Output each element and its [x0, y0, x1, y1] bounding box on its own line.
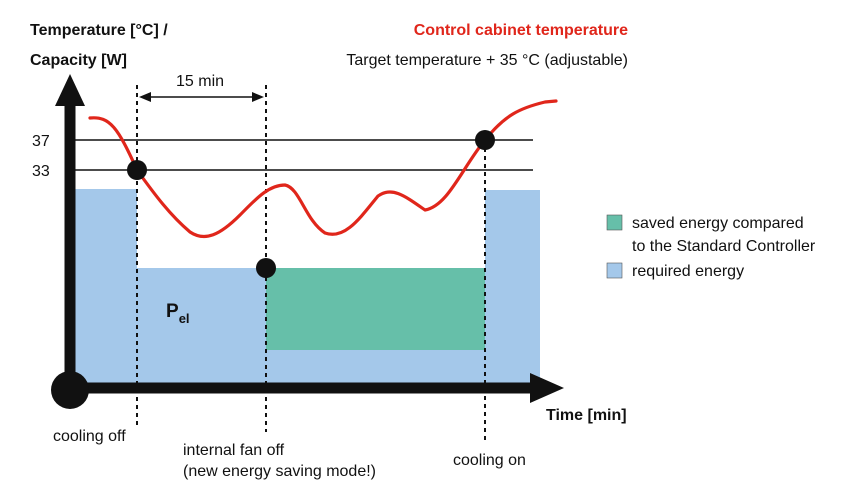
legend-swatch-required-energy	[606, 262, 623, 279]
y-tick-37: 37	[32, 133, 50, 150]
fan-off-label-line1: internal fan off	[183, 442, 285, 459]
interval-arrow-right-head	[252, 92, 264, 102]
cooling-off-label: cooling off	[53, 428, 126, 445]
fan-off-label-line2: (new energy saving mode!)	[183, 463, 376, 480]
pel-label: Pel	[166, 301, 190, 326]
cooling-on-label: cooling on	[453, 452, 526, 469]
y-axis-label-line1: Temperature [°C] /	[30, 22, 168, 39]
temperature-curve	[88, 99, 558, 238]
chart-title: Control cabinet temperature	[414, 22, 628, 39]
legend-swatch-saved-energy	[606, 214, 623, 231]
legend-label-required-energy: required energy	[632, 263, 744, 280]
chart-subtitle: Target temperature + 35 °C (adjustable)	[346, 52, 628, 69]
pel-label-main: P	[166, 301, 179, 322]
fan-off-point	[256, 258, 276, 278]
y-axis-label-line2: Capacity [W]	[30, 52, 127, 69]
x-axis-label: Time [min]	[546, 407, 627, 424]
x-axis-arrow-icon	[530, 373, 564, 403]
axis-origin	[51, 371, 89, 409]
cooling-off-point	[127, 160, 147, 180]
y-tick-33: 33	[32, 163, 50, 180]
interval-arrow-left-head	[139, 92, 151, 102]
saved-energy-area	[266, 268, 485, 350]
interval-label: 15 min	[176, 73, 224, 90]
legend: saved energy compared to the Standard Co…	[606, 214, 816, 280]
y-axis-arrow-icon	[55, 74, 85, 106]
legend-label-saved-energy-line2: to the Standard Controller	[632, 238, 816, 255]
legend-label-saved-energy-line1: saved energy compared	[632, 215, 804, 232]
pel-label-sub: el	[179, 311, 190, 326]
cooling-on-point	[475, 130, 495, 150]
